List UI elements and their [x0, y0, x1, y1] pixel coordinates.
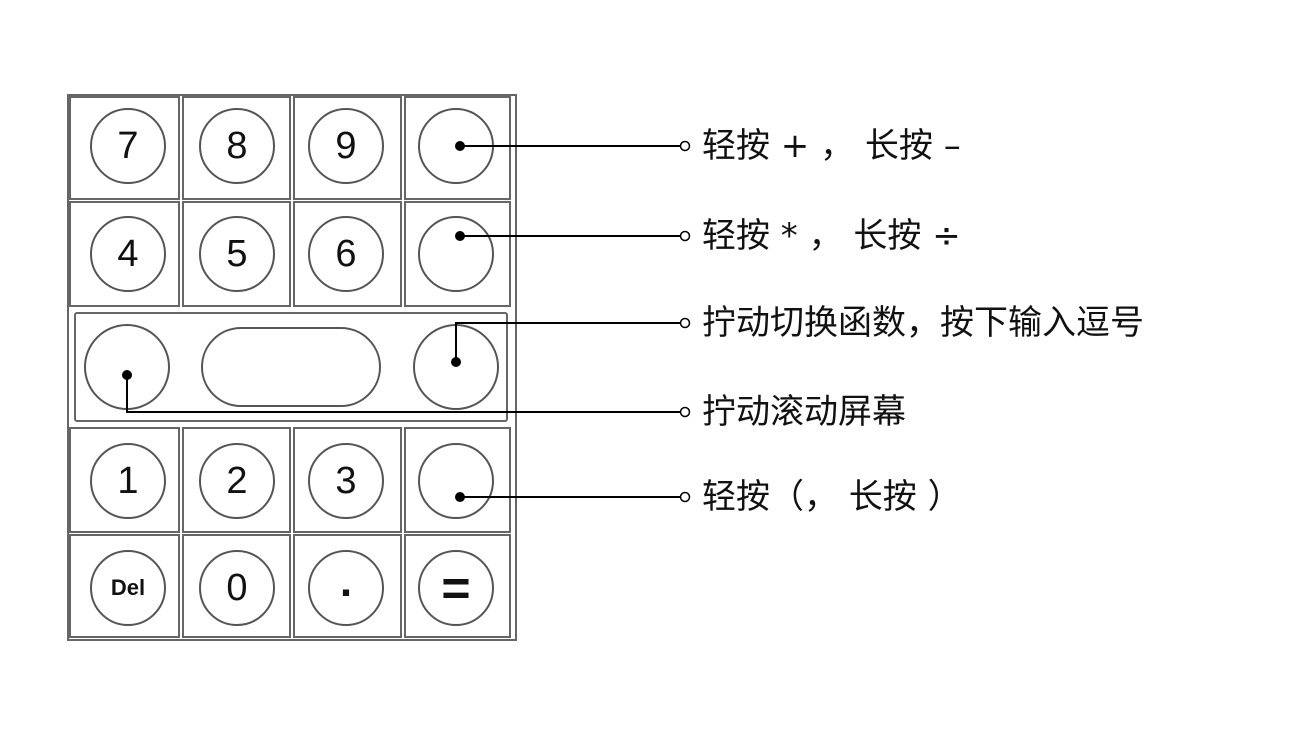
anchor-dot	[455, 141, 465, 151]
key-7[interactable]: 7	[90, 108, 166, 184]
screen-window	[201, 327, 381, 407]
annotation-right-knob: 拧动切换函数，按下输入逗号	[702, 303, 1144, 343]
leader-end-circle	[679, 140, 691, 152]
key-1[interactable]: 1	[90, 443, 166, 519]
annotation-multiply-divide: 轻按 * ， 长按 ÷	[702, 216, 961, 256]
key-6[interactable]: 6	[308, 216, 384, 292]
key-label: 9	[335, 125, 357, 167]
key-0[interactable]: 0	[199, 550, 275, 626]
key-equals[interactable]: =	[418, 550, 494, 626]
annotation-left-knob: 拧动滚动屏幕	[702, 392, 906, 432]
key-9[interactable]: 9	[308, 108, 384, 184]
key-label: 7	[117, 125, 139, 167]
key-multiply-divide[interactable]	[418, 216, 494, 292]
key-4[interactable]: 4	[90, 216, 166, 292]
key-label: 2	[226, 460, 248, 502]
annotation-plus-minus: 轻按 + ， 长按 –	[702, 126, 961, 166]
key-label: .	[339, 557, 353, 606]
calculator-frame	[67, 94, 517, 641]
leader-end-circle	[679, 406, 691, 418]
key-8[interactable]: 8	[199, 108, 275, 184]
annotation-parentheses: 轻按（， 长按 ）	[702, 477, 962, 517]
key-label: 0	[226, 567, 248, 609]
key-label: 1	[117, 460, 139, 502]
key-3[interactable]: 3	[308, 443, 384, 519]
key-label: =	[441, 560, 471, 616]
leader-line-left-knob	[126, 375, 680, 413]
leader-end-circle	[679, 230, 691, 242]
anchor-dot	[451, 357, 461, 367]
leader-line-right-knob	[455, 322, 680, 362]
key-label: 8	[226, 125, 248, 167]
leader-end-circle	[679, 491, 691, 503]
key-parentheses[interactable]	[418, 443, 494, 519]
key-label: 5	[226, 233, 248, 275]
anchor-dot	[455, 492, 465, 502]
key-2[interactable]: 2	[199, 443, 275, 519]
key-label: 4	[117, 233, 139, 275]
anchor-dot	[122, 370, 132, 380]
knob-panel	[74, 312, 508, 422]
key-label: 6	[335, 233, 357, 275]
key-label: 3	[335, 460, 357, 502]
key-label: Del	[110, 575, 146, 600]
key-del[interactable]: Del	[90, 550, 166, 626]
key-decimal[interactable]: .	[308, 550, 384, 626]
key-5[interactable]: 5	[199, 216, 275, 292]
leader-end-circle	[679, 317, 691, 329]
anchor-dot	[455, 231, 465, 241]
